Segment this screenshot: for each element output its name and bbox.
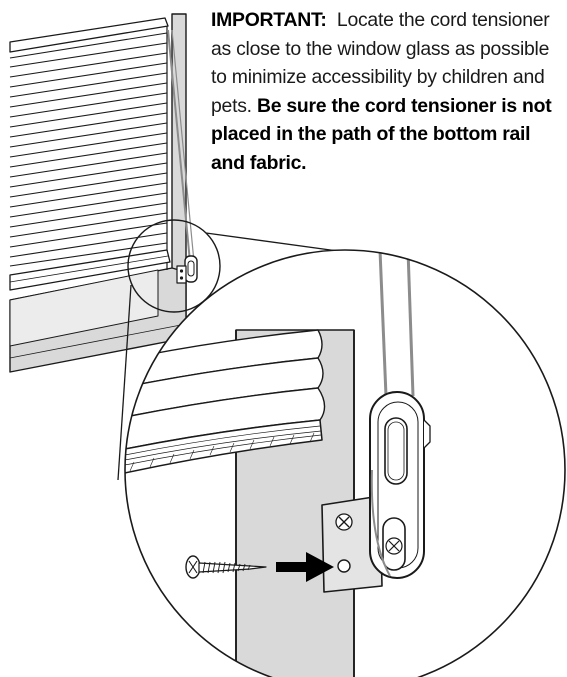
window-sill-inner bbox=[9, 269, 159, 347]
cord-tensioner bbox=[369, 391, 431, 579]
instruction-emphasis: Be sure the cord tensioner is not placed… bbox=[211, 94, 552, 174]
screw-icon bbox=[185, 555, 267, 579]
important-instruction: IMPORTANT: Locate the cord tensioner as … bbox=[211, 6, 563, 178]
window-overview bbox=[9, 13, 221, 373]
right-arrow-icon bbox=[276, 552, 334, 582]
shade-cord bbox=[167, 29, 191, 263]
callout-leader-lines bbox=[117, 232, 346, 481]
instruction-body: Locate the cord tensioner as close to th… bbox=[211, 9, 550, 117]
enlarged-callout-circle bbox=[124, 249, 566, 677]
shade-headrail bbox=[9, 17, 169, 53]
enlarged-view bbox=[124, 249, 566, 677]
shade-pleats bbox=[9, 32, 168, 267]
enlarged-shade bbox=[125, 329, 326, 475]
enlarged-cords bbox=[378, 250, 415, 397]
shade-bottom-rail bbox=[9, 249, 171, 291]
bracket-screw-top bbox=[335, 513, 353, 531]
small-bracket bbox=[176, 265, 187, 284]
bracket-screw-hole bbox=[337, 559, 351, 573]
small-callout-circle bbox=[127, 219, 221, 313]
important-label: IMPORTANT: bbox=[211, 9, 327, 31]
